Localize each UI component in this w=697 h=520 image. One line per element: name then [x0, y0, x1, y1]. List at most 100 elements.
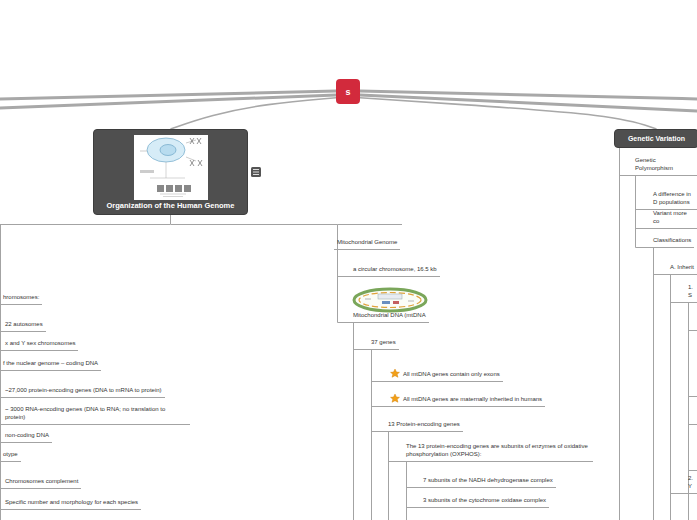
topic-text: non-coding DNA — [5, 432, 49, 440]
topic-item: A difference in D populations — [650, 191, 697, 210]
menu-icon — [251, 167, 261, 177]
main-topic-box: Genetic Variation — [614, 129, 697, 148]
topic-text: x and Y sex chromosomes — [5, 340, 75, 348]
branch-connector — [338, 250, 351, 277]
topic-item: Chromosomes complement — [0, 478, 81, 489]
branch-connector — [171, 98, 337, 129]
topic-text: 7 subunits of the NADH dehydrogenase com… — [423, 477, 553, 485]
topic-text: All mtDNA genes are maternally inherited… — [403, 396, 542, 404]
topic-item: ~27,000 protein-encoding genes (DNA to m… — [0, 387, 165, 398]
branch-connector — [389, 432, 404, 462]
branch-line — [388, 432, 389, 520]
topic-item: Classifications — [650, 237, 694, 248]
branch-connector — [171, 215, 338, 250]
branch-line — [371, 350, 372, 520]
branch-connector — [671, 275, 686, 494]
topic-item: 13 Protein-encoding genes — [385, 421, 463, 432]
branch-connector — [372, 350, 389, 407]
topic-item: Genetic Polymorphism — [632, 157, 697, 176]
topic-item: Specific number and morphology for each … — [0, 499, 141, 510]
topic-item: All mtDNA genes contain only exons — [388, 371, 503, 382]
branch-line — [0, 224, 1, 520]
topic-text: 2. Y — [688, 475, 694, 491]
topic-title: s — [345, 87, 350, 97]
topic-text: All mtDNA genes contain only exons — [403, 371, 500, 379]
branch-line — [619, 148, 620, 520]
topic-title: Genetic Variation — [628, 135, 685, 142]
topic-item: otype — [0, 451, 21, 462]
branch-connector — [620, 148, 633, 176]
topic-text: The 13 protein-encoding genes are subuni… — [406, 443, 590, 459]
topic-item: 7 subunits of the NADH dehydrogenase com… — [420, 477, 556, 488]
topic-text: A. Inherit — [670, 264, 694, 272]
branch-connector — [372, 350, 389, 382]
topic-text: ~ 3000 RNA-encoding genes (DNA to RNA; n… — [5, 406, 187, 422]
topic-item: Mitochondrial DNA (mtDNA — [350, 312, 429, 323]
topic-text: f the nuclear genome – coding DNA — [3, 360, 98, 368]
topic-text: Specific number and morphology for each … — [5, 499, 138, 507]
topic-text: hromosomes: — [3, 294, 39, 302]
topic-text: Genetic Polymorphism — [635, 157, 694, 173]
topic-text: 1. S — [688, 284, 694, 300]
topic-item: 3 subunits of the cytochrome oxidase com… — [420, 497, 549, 508]
topic-item: a circular chromosome, 16.5 kb — [350, 266, 440, 277]
branch-connector — [671, 275, 686, 303]
mtdna-ring — [354, 289, 426, 311]
branch-connector — [407, 462, 421, 488]
branch-line — [0, 224, 170, 225]
topic-item: A. Inherit — [667, 264, 697, 275]
topic-item: hromosomes: — [0, 294, 42, 305]
genome-illustration — [134, 135, 208, 200]
branch-connector — [636, 176, 651, 210]
branch-connector — [360, 98, 657, 129]
topic-item: The 13 protein-encoding genes are subuni… — [403, 443, 593, 462]
branch-line — [338, 224, 403, 225]
topic-text: Mitochondrial DNA (mtDNA — [353, 312, 426, 320]
topic-item: f the nuclear genome – coding DNA — [0, 360, 101, 371]
topic-text: otype — [3, 451, 18, 459]
central-topic: s — [336, 79, 360, 104]
branch-line — [653, 248, 654, 520]
topic-text: ~27,000 protein-encoding genes (DNA to m… — [5, 387, 162, 395]
topic-item: non-coding DNA — [0, 432, 52, 443]
branch-connector — [636, 176, 651, 248]
topic-text: Mitochondrial Genome — [337, 239, 397, 247]
topic-item: Variant more co — [650, 210, 697, 229]
topic-text: 22 autosomes — [5, 321, 43, 329]
topic-text: A difference in D populations — [653, 191, 694, 207]
topic-item: 22 autosomes — [0, 321, 46, 332]
branch-line — [670, 275, 671, 520]
branch-connector — [654, 248, 668, 275]
branch-connector — [407, 462, 421, 508]
branch-connector — [338, 250, 351, 323]
main-topic-box: Organization of the Human Genome — [93, 129, 248, 215]
topic-text: 37 genes — [371, 339, 396, 347]
branch-line — [353, 323, 354, 520]
topic-text: Chromosomes complement — [5, 478, 78, 486]
branch-connector — [636, 176, 651, 229]
topic-item: 1. S — [685, 284, 697, 303]
topic-text: 13 Protein-encoding genes — [388, 421, 460, 429]
star-icon — [391, 369, 400, 402]
topic-item: 37 genes — [368, 339, 399, 350]
branch-line — [406, 462, 407, 520]
topic-item: ~ 3000 RNA-encoding genes (DNA to RNA; n… — [0, 406, 190, 425]
topic-item: Mitochondrial Genome — [334, 239, 400, 250]
topic-text: a circular chromosome, 16.5 kb — [353, 266, 437, 274]
topic-text: Variant more co — [653, 210, 694, 226]
topic-item: x and Y sex chromosomes — [0, 340, 78, 351]
branch-connector — [372, 350, 386, 432]
topic-text: Classifications — [653, 237, 691, 245]
main-branch — [0, 95, 336, 108]
branch-line — [689, 302, 697, 520]
topic-item: 2. Y — [685, 475, 697, 494]
topic-item: All mtDNA genes are maternally inherited… — [388, 396, 545, 407]
topic-text: 3 subunits of the cytochrome oxidase com… — [423, 497, 546, 505]
topic-title: Organization of the Human Genome — [107, 201, 235, 210]
branch-connector — [354, 323, 369, 350]
